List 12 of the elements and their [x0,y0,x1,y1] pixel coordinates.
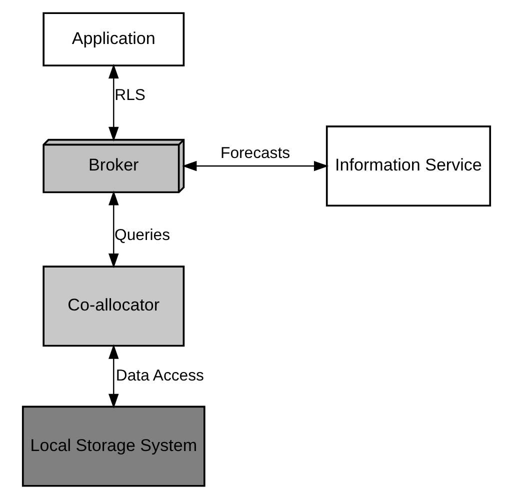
edge-label: Forecasts [220,145,290,162]
node-box: Local Storage System [21,406,205,487]
edge-label: RLS [114,87,145,104]
arrow [108,344,118,408]
node-box: Information Service [325,126,491,207]
arrow [108,64,118,142]
arrow [108,190,118,268]
arrow [182,160,328,172]
edge-label: Data Access [115,367,204,384]
edge-label: Queries [114,227,170,244]
node-box: Application [42,12,184,66]
node-box: Co-allocator [42,266,184,347]
